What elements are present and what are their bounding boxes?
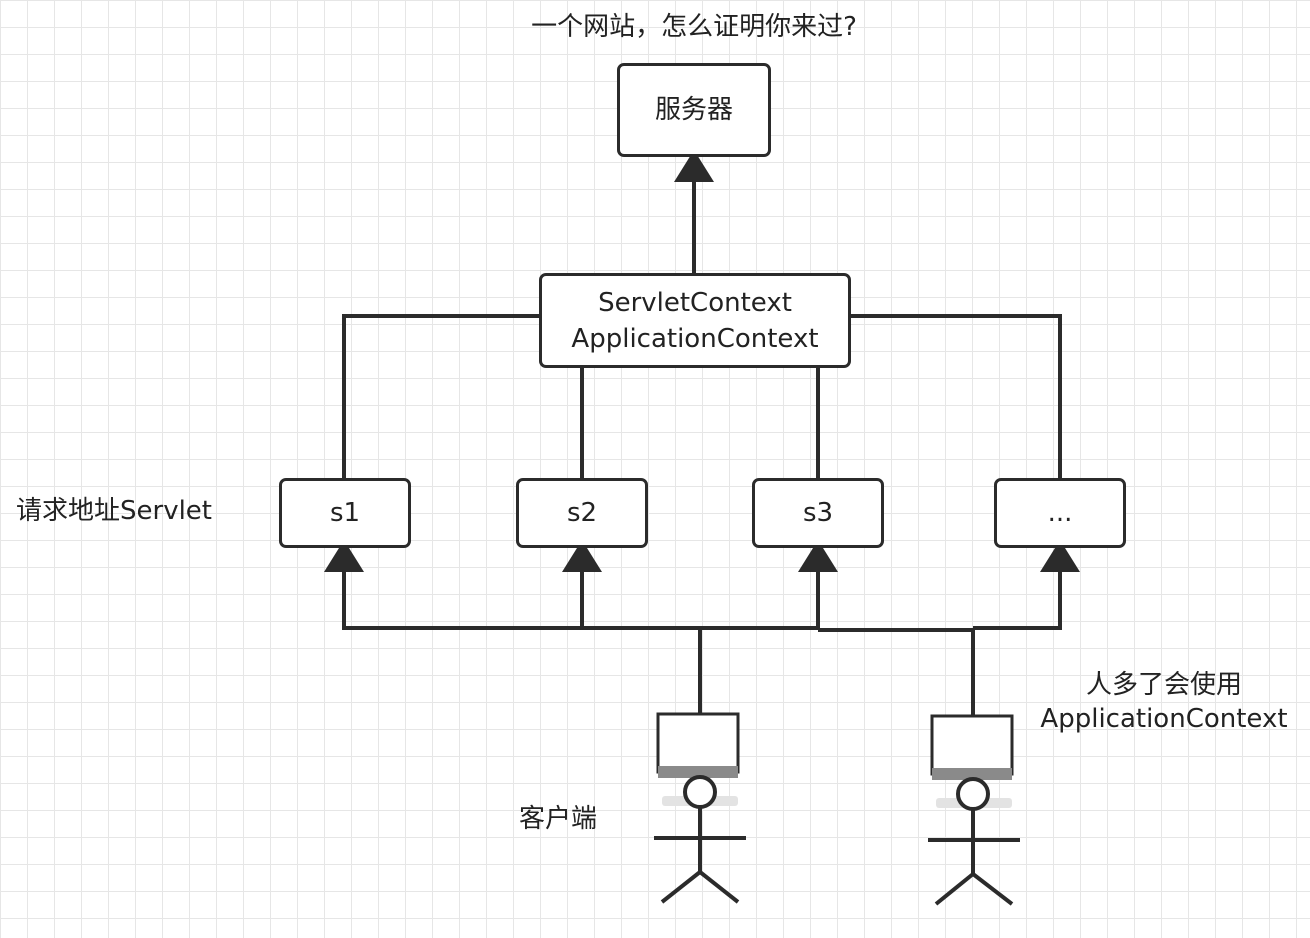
context-to-s1-connector — [342, 314, 540, 479]
server-node: 服务器 — [617, 63, 771, 157]
servlet-context-node: ServletContext ApplicationContext — [539, 273, 851, 368]
s1-label: s1 — [329, 498, 361, 528]
client1-to-s3-connector — [700, 540, 838, 630]
client2-to-more-branch — [973, 540, 1080, 630]
s2-label: s2 — [566, 498, 598, 528]
client1-to-s1-connector — [324, 540, 702, 714]
servlet-node-s3: s3 — [752, 478, 884, 548]
servlet-row-label: 请求地址Servlet — [16, 496, 212, 526]
context-label-line1: ServletContext — [598, 287, 792, 318]
context-to-more-connector — [850, 314, 1062, 479]
servlet-node-s2: s2 — [516, 478, 648, 548]
s3-label: s3 — [802, 498, 834, 528]
more-label: ... — [1047, 498, 1073, 528]
note-line1: 人多了会使用 — [1085, 670, 1242, 700]
client1-computer-icon — [656, 712, 740, 806]
client2-to-more-connector — [818, 628, 975, 716]
client2-computer-icon — [930, 714, 1014, 808]
note-line2: ApplicationContext — [1040, 704, 1288, 734]
server-label: 服务器 — [654, 95, 733, 125]
servlet-node-more: ... — [994, 478, 1126, 548]
client2-person-icon — [928, 777, 1020, 906]
servlet-node-s1: s1 — [279, 478, 411, 548]
clients-label: 客户端 — [519, 804, 598, 834]
context-label-line2: ApplicationContext — [571, 323, 819, 354]
note-label: 人多了会使用 ApplicationContext — [1030, 668, 1298, 736]
client1-person-icon — [654, 775, 746, 904]
diagram-title: 一个网站，怎么证明你来过? — [531, 12, 857, 42]
